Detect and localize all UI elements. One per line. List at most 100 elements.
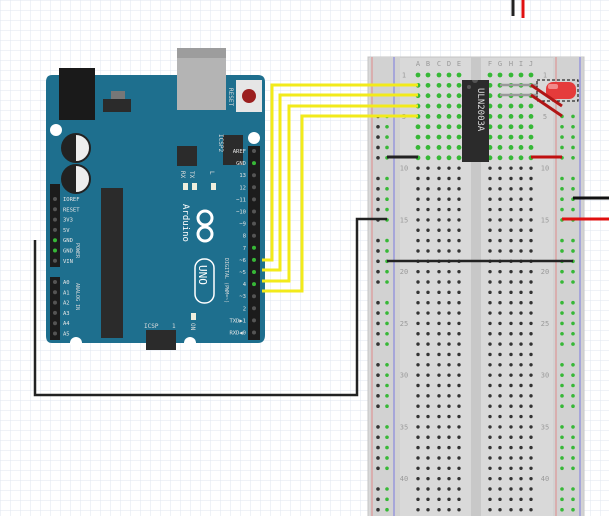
breadboard-hole[interactable] bbox=[519, 383, 523, 388]
power-pin[interactable] bbox=[53, 248, 57, 253]
rail-hole[interactable] bbox=[385, 373, 389, 377]
breadboard-hole[interactable] bbox=[497, 134, 503, 140]
breadboard-hole[interactable] bbox=[457, 290, 461, 295]
breadboard-hole[interactable] bbox=[416, 425, 420, 429]
breadboard-hole[interactable] bbox=[436, 82, 442, 88]
breadboard-hole[interactable] bbox=[529, 476, 533, 481]
rail-hole[interactable] bbox=[560, 507, 564, 512]
breadboard-hole[interactable] bbox=[416, 197, 420, 201]
breadboard-hole[interactable] bbox=[498, 487, 502, 491]
breadboard-hole[interactable] bbox=[457, 238, 461, 243]
breadboard-hole[interactable] bbox=[488, 342, 492, 346]
rail-hole[interactable] bbox=[560, 466, 564, 471]
rail-hole[interactable] bbox=[385, 425, 389, 429]
breadboard-hole[interactable] bbox=[488, 425, 492, 429]
breadboard-hole[interactable] bbox=[437, 197, 441, 201]
wire-led-cathode[interactable] bbox=[530, 93, 563, 118]
breadboard-hole[interactable] bbox=[519, 487, 523, 491]
breadboard-hole[interactable] bbox=[456, 82, 462, 88]
breadboard-hole[interactable] bbox=[498, 207, 502, 212]
breadboard-hole[interactable] bbox=[437, 238, 441, 243]
rail-hole[interactable] bbox=[376, 311, 380, 315]
breadboard-hole[interactable] bbox=[447, 176, 451, 181]
breadboard-hole[interactable] bbox=[446, 134, 452, 140]
rail-hole[interactable] bbox=[376, 383, 380, 388]
breadboard-hole[interactable] bbox=[416, 321, 420, 326]
digital-pin[interactable] bbox=[252, 173, 256, 178]
breadboard-hole[interactable] bbox=[518, 145, 524, 150]
rail-hole[interactable] bbox=[385, 456, 389, 460]
rail-hole[interactable] bbox=[560, 300, 564, 305]
rail-hole[interactable] bbox=[571, 456, 575, 460]
breadboard-hole[interactable] bbox=[509, 456, 513, 460]
rail-hole[interactable] bbox=[385, 331, 389, 336]
breadboard-hole[interactable] bbox=[509, 269, 513, 274]
breadboard-hole[interactable] bbox=[416, 290, 420, 295]
breadboard-hole[interactable] bbox=[436, 124, 442, 130]
breadboard-hole[interactable] bbox=[457, 166, 461, 170]
breadboard-hole[interactable] bbox=[457, 311, 461, 315]
breadboard-hole[interactable] bbox=[509, 176, 513, 181]
rail-hole[interactable] bbox=[571, 342, 575, 346]
breadboard-hole[interactable] bbox=[426, 383, 430, 388]
breadboard-hole[interactable] bbox=[457, 342, 461, 346]
breadboard-hole[interactable] bbox=[447, 218, 451, 222]
digital-pin[interactable] bbox=[252, 149, 256, 153]
breadboard-hole[interactable] bbox=[426, 290, 430, 295]
breadboard-hole[interactable] bbox=[416, 466, 420, 470]
breadboard-hole[interactable] bbox=[416, 166, 420, 170]
breadboard-hole[interactable] bbox=[426, 301, 430, 305]
breadboard-hole[interactable] bbox=[509, 332, 513, 336]
breadboard-hole[interactable] bbox=[488, 197, 492, 201]
breadboard-hole[interactable] bbox=[437, 456, 441, 460]
breadboard-hole[interactable] bbox=[416, 414, 420, 419]
breadboard-hole[interactable] bbox=[509, 290, 513, 295]
rail-hole[interactable] bbox=[385, 466, 389, 471]
breadboard-hole[interactable] bbox=[508, 72, 514, 78]
breadboard-hole[interactable] bbox=[416, 207, 420, 212]
rail-hole[interactable] bbox=[571, 238, 575, 243]
rail-hole[interactable] bbox=[571, 311, 575, 315]
breadboard-hole[interactable] bbox=[528, 134, 534, 140]
breadboard-hole[interactable] bbox=[528, 103, 534, 109]
breadboard-hole[interactable] bbox=[529, 249, 533, 253]
rail-hole[interactable] bbox=[571, 176, 575, 181]
breadboard-hole[interactable] bbox=[519, 404, 523, 408]
breadboard-hole[interactable] bbox=[447, 404, 451, 408]
breadboard-hole[interactable] bbox=[447, 363, 451, 367]
power-pin[interactable] bbox=[53, 197, 57, 201]
breadboard-hole[interactable] bbox=[519, 218, 523, 222]
breadboard-hole[interactable] bbox=[416, 332, 420, 336]
breadboard-hole[interactable] bbox=[416, 445, 420, 450]
digital-pin[interactable] bbox=[252, 294, 256, 299]
breadboard-hole[interactable] bbox=[488, 508, 492, 512]
breadboard-hole[interactable] bbox=[509, 414, 513, 419]
breadboard-hole[interactable] bbox=[488, 207, 492, 212]
breadboard-hole[interactable] bbox=[426, 187, 430, 191]
rail-hole[interactable] bbox=[385, 321, 389, 326]
breadboard-hole[interactable] bbox=[447, 476, 451, 481]
rail-hole[interactable] bbox=[376, 207, 380, 212]
power-pin[interactable] bbox=[53, 227, 57, 232]
breadboard-hole[interactable] bbox=[437, 249, 441, 253]
breadboard-hole[interactable] bbox=[498, 456, 502, 460]
breadboard-hole[interactable] bbox=[457, 280, 461, 284]
breadboard-hole[interactable] bbox=[509, 435, 513, 439]
rail-hole[interactable] bbox=[560, 280, 564, 284]
breadboard-hole[interactable] bbox=[447, 249, 451, 253]
rail-hole[interactable] bbox=[376, 456, 380, 460]
rail-hole[interactable] bbox=[560, 197, 564, 201]
breadboard-hole[interactable] bbox=[488, 487, 492, 491]
breadboard-hole[interactable] bbox=[519, 342, 523, 346]
rail-hole[interactable] bbox=[385, 187, 389, 191]
rail-hole[interactable] bbox=[571, 321, 575, 326]
breadboard-hole[interactable] bbox=[437, 414, 441, 419]
breadboard-hole[interactable] bbox=[426, 373, 430, 377]
power-pin[interactable] bbox=[53, 238, 57, 243]
rail-hole[interactable] bbox=[376, 187, 380, 191]
breadboard-hole[interactable] bbox=[416, 187, 420, 191]
rail-hole[interactable] bbox=[385, 363, 389, 367]
breadboard-hole[interactable] bbox=[498, 290, 502, 295]
breadboard-hole[interactable] bbox=[509, 487, 513, 491]
breadboard-hole[interactable] bbox=[488, 187, 492, 191]
